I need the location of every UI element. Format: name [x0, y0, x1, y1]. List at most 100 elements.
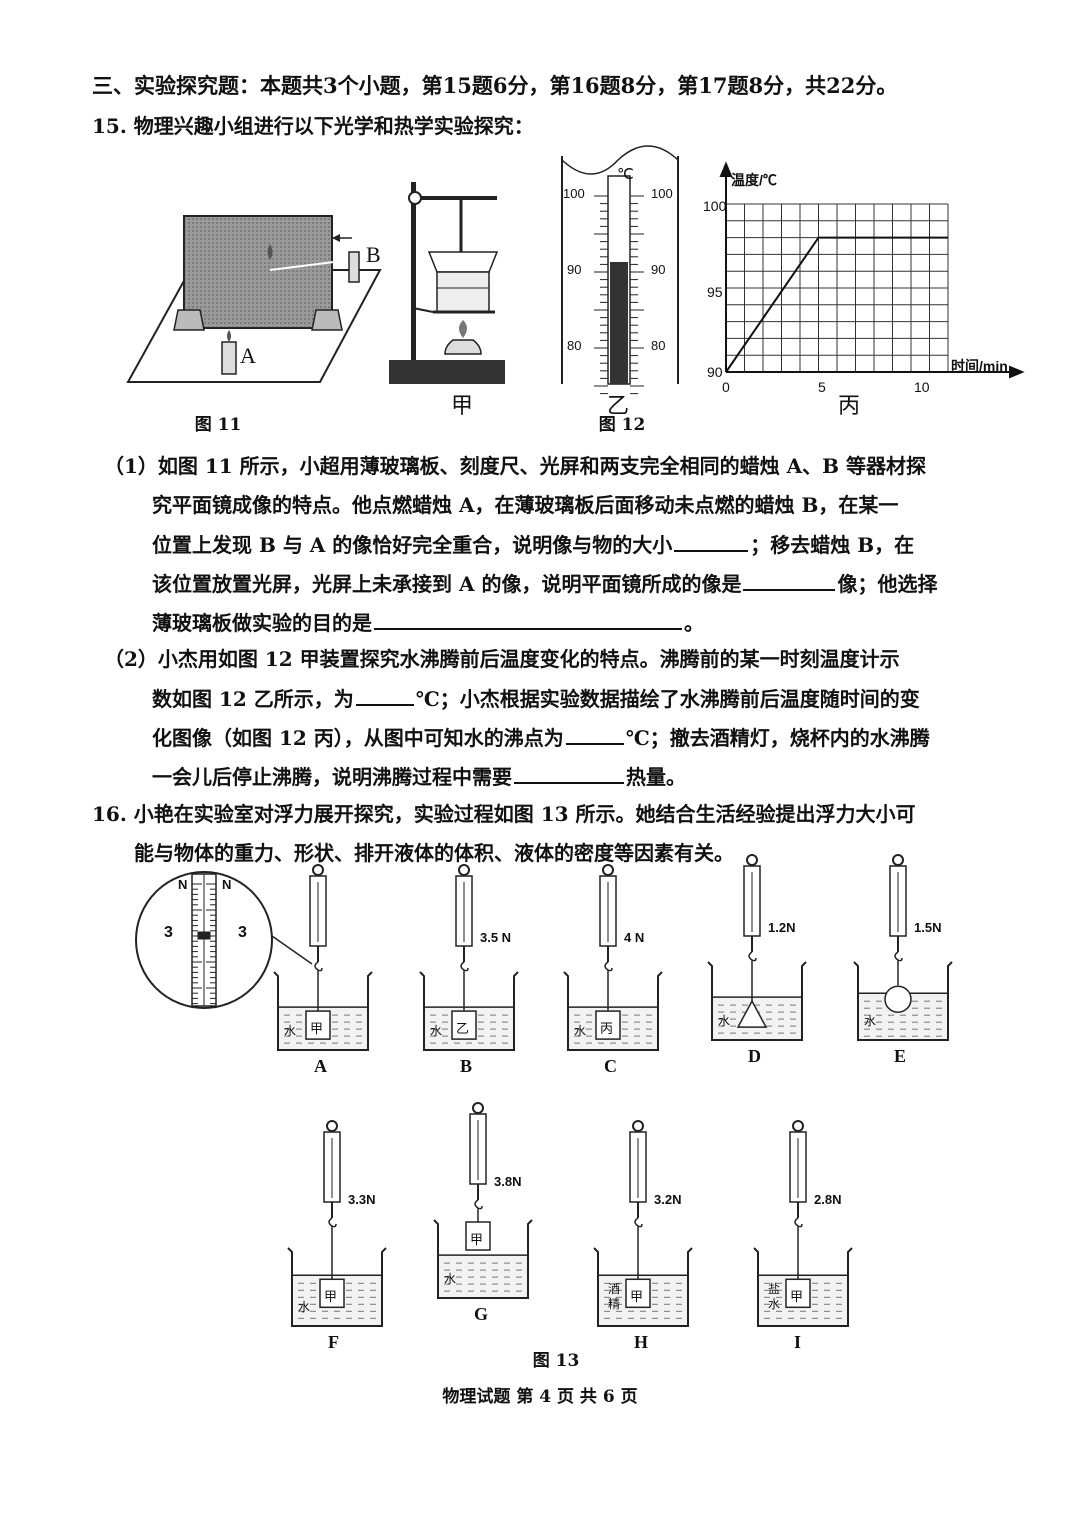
zoom-label-3-right: 3	[238, 924, 247, 941]
spring-scale-reading: 1.5N	[914, 920, 942, 935]
question-15-stem: 15. 物理兴趣小组进行以下光学和热学实验探究：	[92, 114, 534, 138]
q15-part2-line3: 化图像（如图 12 丙），从图中可知水的沸点为℃；撤去酒精灯，烧杯内的水沸腾	[152, 723, 930, 752]
spring-scale-reading: 3.2N	[654, 1192, 682, 1207]
text: 一会儿后停止沸腾，说明沸腾过程中需要	[152, 765, 512, 789]
setup-letter: H	[634, 1332, 649, 1352]
liquid-label: 酒	[608, 1282, 621, 1296]
setup-letter: I	[794, 1332, 802, 1352]
answer-blank-purpose[interactable]	[374, 608, 682, 630]
setup-letter: D	[748, 1046, 761, 1066]
liquid-label: 水	[298, 1300, 311, 1314]
spring-scale-reading: 1.2N	[768, 920, 796, 935]
thermometer-unit: ℃	[617, 166, 634, 183]
figure-12-jia-label: 甲	[451, 393, 474, 418]
graph-y-tick-90: 90	[707, 364, 723, 380]
text: 像；他选择	[837, 572, 938, 596]
q15-part1-line2: 究平面镜成像的特点。他点燃蜡烛 A，在薄玻璃板后面移动未点燃的蜡烛 B，在某一	[152, 493, 899, 517]
setup-drawing	[593, 1120, 693, 1327]
object-label: 甲	[310, 1021, 324, 1037]
setup-drawing	[753, 1120, 853, 1327]
setup-C: 4 N 丙水 C	[562, 862, 672, 1082]
thermo-tick-left-90: 90	[567, 262, 582, 277]
q15-part1-line4: 该位置放置光屏，光屏上未承接到 A 的像，说明平面镜所成的像是 像；他选择	[152, 569, 937, 598]
figure-12-caption: 图 12	[598, 415, 646, 435]
object-label: 甲	[630, 1289, 644, 1305]
figure-12-bing-label: 丙	[838, 393, 861, 418]
liquid-label: 盐	[768, 1282, 781, 1296]
liquid-label: 水	[768, 1297, 781, 1311]
answer-blank-size[interactable]	[674, 530, 749, 552]
text: 热量。	[626, 765, 686, 789]
setup-letter: A	[314, 1056, 327, 1076]
setup-drawing	[853, 854, 953, 1041]
answer-blank-reading[interactable]	[355, 684, 414, 706]
thermo-tick-left-80: 80	[567, 338, 582, 353]
setup-letter: B	[460, 1056, 473, 1076]
thermo-tick-right-100: 100	[651, 186, 673, 201]
setup-drawing	[419, 864, 519, 1051]
setup-letter: E	[894, 1046, 907, 1066]
text: 该位置放置光屏，光屏上未承接到 A 的像，说明平面镜所成的像是	[152, 572, 742, 596]
answer-blank-heat[interactable]	[514, 762, 624, 784]
graph-y-arrow	[719, 161, 733, 177]
object-label: 乙	[456, 1021, 470, 1037]
graph-x-tick-10: 10	[914, 379, 930, 395]
setup-H: 3.2N 甲酒精 H	[592, 1118, 702, 1352]
answer-blank-boiling-point[interactable]	[565, 723, 624, 745]
q15-part2-line1: （2）小杰用如图 12 甲装置探究水沸腾前后温度变化的特点。沸腾前的某一时刻温度…	[104, 647, 900, 671]
figure-13-caption: 图 13	[532, 1351, 580, 1371]
graph-x-axis-label: 时间/min	[951, 358, 1008, 374]
figure-12-yi-label: 乙	[607, 393, 630, 418]
thermo-tick-left-100: 100	[563, 186, 585, 201]
zoom-label-n-right: N	[222, 877, 232, 892]
thermo-tick-right-80: 80	[651, 338, 666, 353]
object-label: 甲	[790, 1289, 804, 1305]
spring-scale-zoom-circle	[135, 871, 313, 1009]
liquid-label: 水	[718, 1014, 731, 1028]
spring-scale-reading: 3.3N	[348, 1192, 376, 1207]
setup-I: 2.8N 甲盐水 I	[752, 1118, 862, 1352]
candle-b-label: B	[366, 242, 381, 267]
graph-x-tick-5: 5	[818, 379, 826, 395]
liquid-label: 水	[574, 1024, 587, 1038]
liquid-label: 精	[608, 1297, 621, 1311]
candle-a-label: A	[240, 343, 256, 368]
spring-scale-reading: 4 N	[624, 930, 645, 945]
setup-D: 1.2N 水 D	[706, 852, 816, 1072]
setup-letter: C	[604, 1056, 617, 1076]
thermo-tick-right-90: 90	[651, 262, 666, 277]
text: 。	[684, 611, 704, 635]
spring-scale-reading: 3.8N	[494, 1174, 522, 1189]
liquid-label: 水	[444, 1272, 457, 1286]
q15-part1-line1: （1）如图 11 所示，小超用薄玻璃板、刻度尺、光屏和两支完全相同的蜡烛 A、B…	[104, 454, 927, 478]
setup-drawing	[433, 1102, 533, 1299]
object-label: 甲	[324, 1289, 338, 1305]
text: 薄玻璃板做实验的目的是	[152, 611, 372, 635]
page-footer: 物理试题 第 4 页 共 6 页	[442, 1387, 638, 1407]
graph-x-tick-0: 0	[722, 379, 730, 395]
graph-y-axis-label: 温度/℃	[731, 172, 777, 188]
q15-part2-line4: 一会儿后停止沸腾，说明沸腾过程中需要 热量。	[152, 762, 686, 791]
spring-scale-reading: 2.8N	[814, 1192, 842, 1207]
setup-drawing	[563, 864, 663, 1051]
object-label: 丙	[600, 1021, 614, 1037]
graph-y-tick-100: 100	[703, 198, 727, 214]
setup-drawing	[273, 864, 373, 1051]
text: ℃；撤去酒精灯，烧杯内的水沸腾	[625, 726, 930, 750]
figure-12-bing-graph	[719, 161, 1025, 379]
answer-blank-image-type[interactable]	[743, 569, 836, 591]
q15-part2-line2: 数如图 12 乙所示，为℃；小杰根据实验数据描绘了水沸腾前后温度随时间的变	[152, 684, 920, 713]
figure-12-yi-thermometer	[561, 145, 679, 395]
setup-E: 1.5N 水 E	[852, 852, 962, 1072]
liquid-label: 水	[864, 1014, 877, 1028]
text: ；移去蜡烛 B，在	[750, 533, 915, 557]
section-heading: 三、实验探究题：本题共3个小题，第15题6分，第16题8分，第17题8分，共22…	[92, 73, 898, 98]
graph-x-arrow	[1009, 365, 1025, 379]
text: 位置上发现 B 与 A 的像恰好完全重合，说明像与物的大小	[152, 533, 673, 557]
setup-drawing	[287, 1120, 387, 1327]
q15-part1-line3: 位置上发现 B 与 A 的像恰好完全重合，说明像与物的大小 ；移去蜡烛 B，在	[152, 530, 914, 559]
question-16-stem-line2: 能与物体的重力、形状、排开液体的体积、液体的密度等因素有关。	[134, 841, 734, 865]
figure-11-caption: 图 11	[194, 415, 242, 435]
